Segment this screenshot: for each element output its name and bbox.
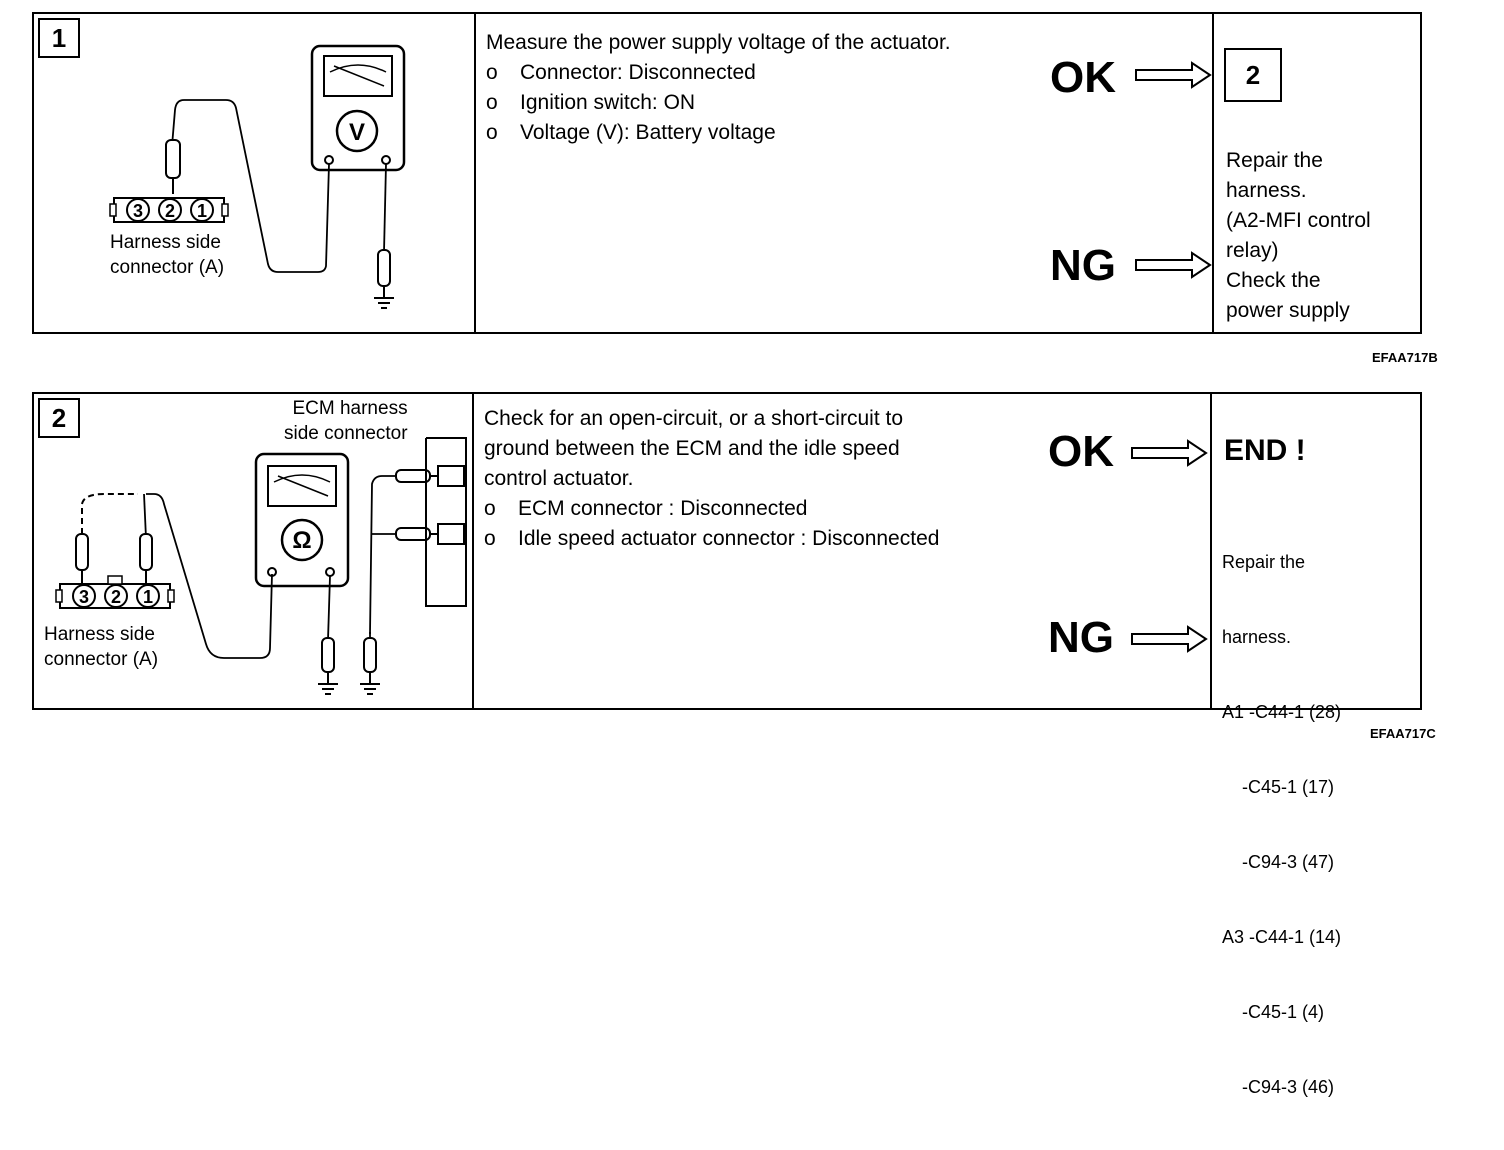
ng-result: Repair the harness. A1 -C44-1 (28) -C45-… [1222, 552, 1342, 1097]
pin-3: 3 [133, 201, 143, 221]
pin-1: 1 [197, 201, 207, 221]
meter-symbol: V [349, 119, 365, 146]
pin-3: 3 [79, 587, 89, 607]
ecm-connector-label: ECM harness side connector [284, 398, 408, 444]
column-divider [1212, 14, 1214, 332]
step-2-instructions: Check for an open-circuit, or a short-ci… [484, 404, 939, 554]
voltmeter-body [310, 44, 406, 172]
meter-dial [335, 109, 379, 153]
ng-arrow-icon [1131, 625, 1208, 653]
connector-label: Harness side connector (A) [44, 624, 159, 670]
step-2-number: 2 [38, 398, 80, 438]
ok-label: OK [1048, 427, 1114, 476]
meter-dial [280, 518, 324, 562]
ng-label: NG [1050, 241, 1116, 290]
ohmmeter-body [254, 452, 350, 588]
step-1-instructions: Measure the power supply voltage of the … [486, 28, 951, 148]
ng-arrow-icon [1135, 251, 1212, 279]
step-2-block: 2 3 2 1 Ω [32, 392, 1422, 1097]
ok-label: OK [1050, 53, 1116, 102]
column-divider [472, 394, 474, 708]
ecm-connector [425, 437, 467, 607]
connector-label: Harness side connector (A) [110, 232, 225, 278]
instruction-heading: control actuator. [484, 467, 634, 490]
ok-arrow-icon [1135, 61, 1212, 89]
next-step-box: 2 [1224, 48, 1282, 102]
harness-connector: 3 2 1 [55, 575, 175, 609]
instruction-heading: Check for an open-circuit, or a short-ci… [484, 407, 903, 430]
figure-code: EFAA717B [1372, 350, 1438, 365]
instruction-heading: ground between the ECM and the idle spee… [484, 437, 900, 460]
meter-symbol: Ω [292, 527, 311, 554]
column-divider [474, 14, 476, 332]
ng-label: NG [1048, 613, 1114, 662]
pin-2: 2 [111, 587, 121, 607]
step-1-voltmeter-diagram: V 3 2 1 [109, 44, 406, 309]
step-2-ohmmeter-diagram: 3 2 1 Ω [55, 437, 467, 695]
end-label: END ! [1224, 434, 1306, 467]
ground-symbol [318, 683, 338, 695]
meter-display [267, 465, 337, 507]
step-1-block: 1 V 3 2 1 [32, 12, 1422, 334]
pin-1: 1 [143, 587, 153, 607]
column-divider [1210, 394, 1212, 708]
meter-display [323, 55, 393, 97]
figure-code: EFAA717C [1370, 726, 1436, 741]
step-1-number: 1 [38, 18, 80, 58]
ok-arrow-icon [1131, 439, 1208, 467]
pin-2: 2 [165, 201, 175, 221]
harness-connector: 3 2 1 [109, 197, 229, 223]
ground-symbol [374, 297, 394, 309]
ground-symbol [360, 683, 380, 695]
ng-result: Repair the harness. (A2-MFI control rela… [1226, 149, 1371, 322]
instruction-heading: Measure the power supply voltage of the … [486, 31, 951, 54]
